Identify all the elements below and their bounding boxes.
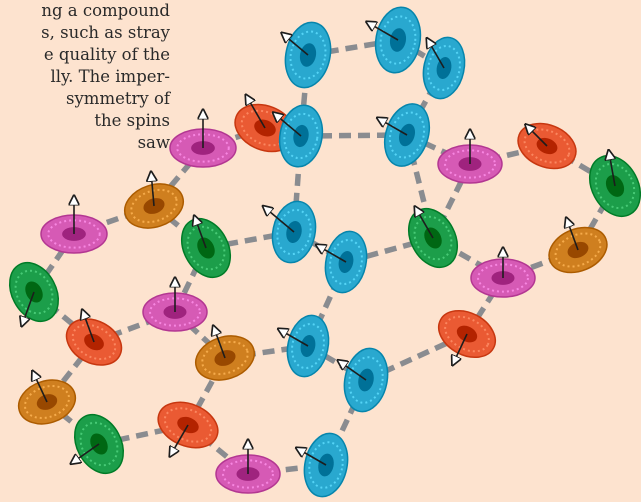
body-text-fragment: ng a compound s, such as stray e quality… [0, 0, 170, 154]
text-line: saw [0, 132, 170, 154]
text-line: the spins [0, 110, 170, 132]
text-line: lly. The imper- [0, 66, 170, 88]
text-line: symmetry of [0, 88, 170, 110]
text-line: s, such as stray [0, 22, 170, 44]
text-line: e quality of the [0, 44, 170, 66]
text-line: ng a compound [0, 0, 170, 22]
